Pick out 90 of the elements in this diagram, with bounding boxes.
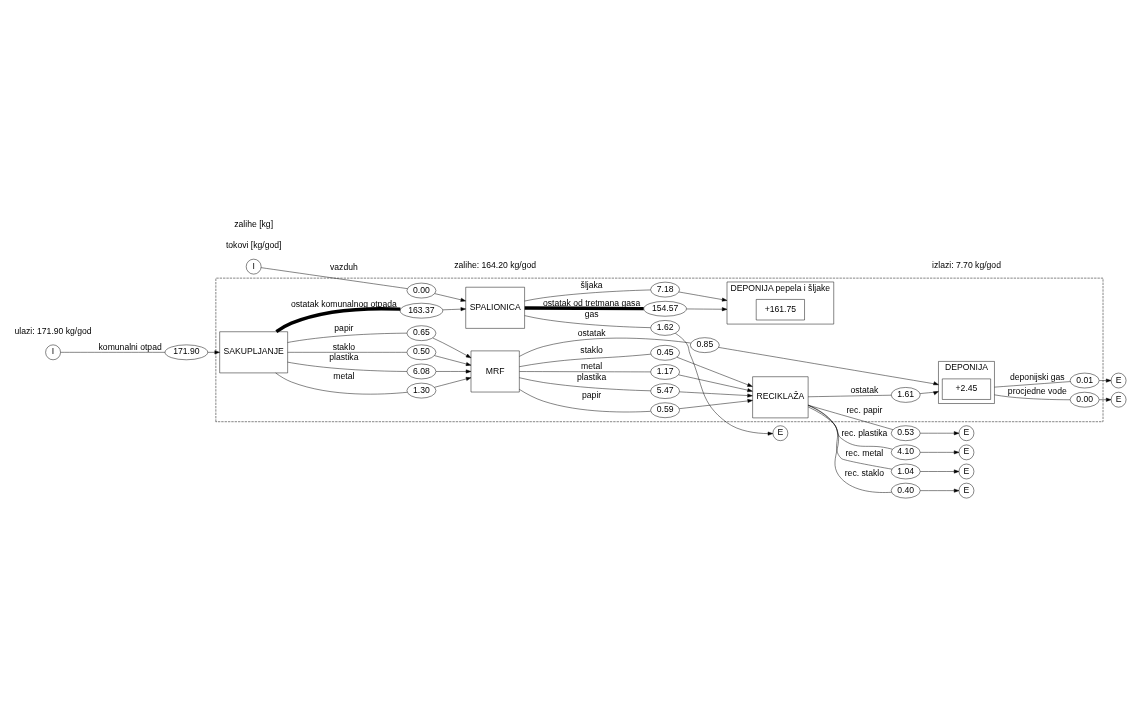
arrow	[686, 306, 728, 311]
arrow	[678, 291, 728, 301]
label: zalihe [kg]	[234, 218, 274, 229]
connector	[275, 306, 401, 333]
node-ellipse: 0.45	[650, 344, 680, 360]
node-circle: E	[772, 425, 789, 441]
node-ellipse: 0.01	[1069, 372, 1100, 388]
node-ellipse: 0.59	[650, 402, 680, 418]
edge-label: šljaka	[580, 279, 603, 290]
node-ellipse: 163.37	[399, 302, 443, 318]
node-ellipse: 1.17	[650, 363, 680, 380]
edge-label: metal	[581, 360, 603, 371]
edge-label: vazduh	[330, 261, 358, 272]
node-ellipse: 0.85	[690, 336, 720, 353]
arrow	[678, 374, 753, 392]
node-circle: E	[958, 444, 975, 460]
node-circle: E	[958, 463, 975, 479]
node-ellipse: 4.10	[891, 444, 921, 460]
arrow	[207, 349, 220, 354]
connector	[808, 404, 893, 469]
arrow	[920, 469, 960, 473]
node-circle: E	[958, 482, 975, 498]
label: tokovi [kg/god]	[225, 239, 282, 250]
edge-label: plastika	[577, 371, 607, 382]
arrow	[1099, 378, 1112, 382]
edge-label: gas	[584, 308, 599, 319]
node-ellipse: 0.65	[406, 324, 437, 341]
node-ellipse: 1.30	[406, 382, 437, 398]
arrow	[435, 369, 472, 373]
edge-label: staklo	[332, 341, 356, 352]
node-ellipse: 1.62	[650, 319, 680, 336]
arrow	[679, 391, 753, 397]
edge-label: deponijski gas	[1010, 371, 1065, 382]
edge-label: ostatak	[577, 327, 606, 338]
label: ulazi: 171.90 kg/god	[14, 325, 92, 336]
node-box: SAKUPLJANJE	[219, 331, 288, 373]
arrow	[434, 376, 472, 387]
arrow	[675, 332, 774, 436]
edge-label: plastika	[329, 351, 359, 362]
edge-label: rec. staklo	[844, 467, 884, 478]
arrow	[432, 337, 472, 358]
node-ellipse: 1.04	[891, 463, 921, 479]
node-ellipse: 154.57	[643, 300, 687, 316]
node-circle: E	[958, 425, 975, 441]
edge-label: papir	[582, 389, 602, 400]
connector	[524, 305, 644, 310]
node-circle: E	[1110, 391, 1127, 407]
arrow	[919, 390, 939, 395]
node-ellipse: 0.40	[891, 482, 921, 498]
edge-label: rec. plastika	[841, 427, 888, 438]
arrow	[679, 398, 753, 409]
node-box: +161.75	[755, 298, 805, 320]
arrow	[434, 292, 466, 302]
node-box: MRF	[470, 350, 520, 392]
edge-label: ostatak komunalnog otpada	[290, 298, 397, 309]
node-box: +2.45	[942, 378, 991, 400]
arrow	[920, 430, 960, 435]
node-circle: E	[1110, 372, 1127, 388]
node-ellipse: 0.00	[406, 282, 437, 298]
node-ellipse: 0.50	[406, 344, 437, 360]
node-ellipse: 0.00	[1069, 391, 1100, 407]
connector	[807, 404, 892, 493]
label: izlazi: 7.70 kg/god	[932, 259, 1001, 270]
label: zalihe: 164.20 kg/god	[454, 259, 537, 270]
arrow	[920, 488, 960, 493]
edge-label: papir	[334, 322, 354, 333]
arrow	[676, 356, 753, 387]
node-ellipse: 7.18	[650, 281, 680, 297]
node-circle: I	[45, 344, 61, 360]
node-ellipse: 1.61	[891, 386, 921, 403]
node-ellipse: 171.90	[164, 344, 208, 360]
node-box: SPALIONICA	[465, 286, 525, 329]
edge-label: procjedne vode	[1007, 385, 1067, 396]
node-ellipse: 6.08	[406, 363, 437, 379]
node-ellipse: 5.47	[650, 382, 680, 399]
edge-label: rec. papir	[846, 404, 883, 415]
arrow	[920, 449, 960, 454]
node-ellipse: 0.53	[891, 425, 921, 441]
arrow	[434, 354, 472, 366]
arrow	[442, 306, 466, 311]
arrow	[718, 346, 939, 385]
connector	[808, 406, 893, 449]
arrow	[1099, 397, 1112, 402]
edge-label: rec. metal	[845, 447, 884, 458]
edge-label: komunalni otpad	[98, 341, 162, 352]
node-box: RECIKLAŽA	[752, 376, 809, 418]
edge-label: staklo	[580, 344, 603, 355]
edge-label: ostatak	[850, 384, 879, 395]
node-circle: I	[245, 258, 262, 274]
edge-label: metal	[333, 370, 355, 381]
